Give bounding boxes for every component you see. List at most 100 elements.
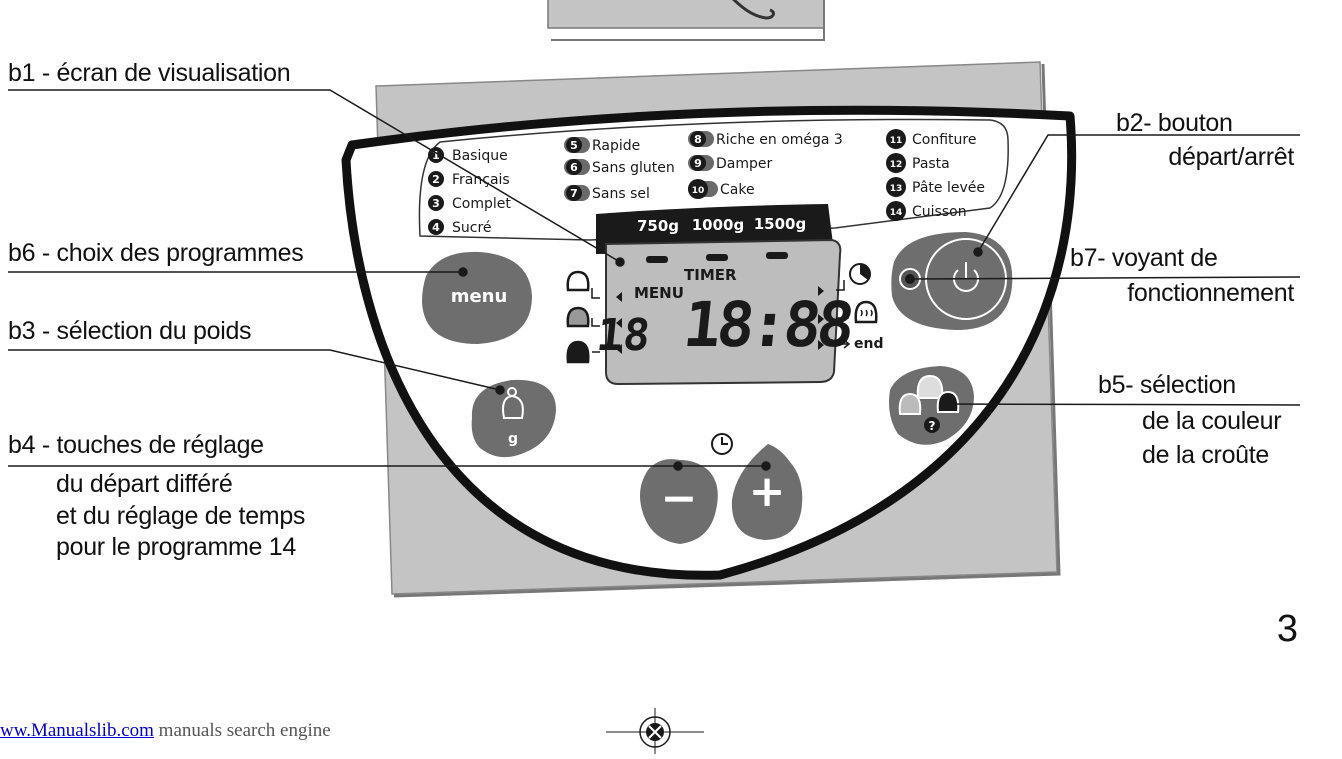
minus-button-label: − (661, 473, 698, 524)
callout-b6: b6 - choix des programmes (8, 239, 304, 267)
manualslib-link[interactable]: ww.Manualslib.com (0, 720, 154, 741)
program-number-badge (566, 137, 582, 153)
crust-color-button[interactable]: ? (889, 366, 974, 445)
program-number: 1 (432, 149, 440, 162)
weight-icon (502, 387, 524, 419)
program-label: Confiture (912, 132, 976, 148)
program-number: 5 (570, 139, 578, 152)
weight-label: 750g (637, 217, 679, 235)
lcd-menu-label: MENU (634, 284, 684, 302)
callout-b3: b3 - sélection du poids (8, 317, 252, 345)
program-label: Riche en oméga 3 (716, 132, 843, 148)
program-label: Basique (452, 148, 508, 164)
program-label: Sans sel (592, 186, 650, 202)
lcd-program-digits: 18 (594, 310, 652, 361)
program-number: 4 (432, 221, 440, 234)
lcd-display: MENU TIMER 18 18:88 (594, 238, 855, 386)
footer-text: manuals search engine (153, 720, 331, 741)
leader-b3 (8, 349, 501, 391)
callout-b5-line2: de la couleur (1142, 407, 1282, 435)
menu-button[interactable]: menu (422, 251, 532, 344)
program-number: 13 (890, 184, 903, 194)
weight-button-label: g (508, 431, 518, 447)
program-number: 2 (432, 173, 440, 186)
callout-b1: b1 - écran de visualisation (8, 59, 291, 87)
lcd-timer-label: TIMER (684, 266, 737, 284)
baking-icon (836, 300, 878, 324)
callout-b7-line1: b7- voyant de (1070, 244, 1218, 272)
medium-crust-icon (566, 306, 600, 328)
callout-b5-line3: de la croûte (1142, 441, 1270, 469)
crust-bread-icon (898, 374, 960, 415)
callout-b4-line2: du départ différé (56, 470, 233, 498)
program-label: Sans gluten (592, 160, 675, 176)
program-number-badge (428, 195, 444, 211)
program-item: 9 Damper (688, 155, 772, 172)
program-item: 6 Sans gluten (564, 159, 675, 176)
program-item: 5 Rapide (564, 137, 640, 154)
program-label: Pasta (912, 156, 950, 172)
leader-lines (8, 89, 1301, 471)
footer: ww.Manualslib.com manuals search engine (0, 720, 331, 742)
light-crust-icon (566, 270, 600, 299)
program-number-badge (690, 131, 706, 147)
program-number: 12 (890, 160, 903, 170)
program-label: Cake (720, 182, 755, 198)
lcd-time-digits: 18:88 (680, 288, 855, 361)
page-number: 3 (1276, 608, 1298, 650)
dark-crust-icon (566, 340, 600, 364)
program-number-badge (428, 171, 444, 187)
program-label: Cuisson (912, 204, 967, 220)
registration-mark-icon (606, 708, 704, 754)
program-number: 6 (570, 161, 578, 174)
top-figure-fragment (547, 0, 825, 41)
power-icon (953, 262, 979, 292)
callout-b7-line2: fonctionnement (1127, 279, 1294, 307)
program-number-badge (428, 219, 444, 235)
plus-button[interactable]: + (731, 444, 803, 540)
callout-b2-line2: départ/arrêt (1168, 143, 1294, 171)
callout-b4-line4: pour le programme 14 (56, 533, 296, 561)
plus-button-label: + (749, 466, 786, 517)
callout-b2-line1: b2- bouton (1116, 109, 1233, 137)
program-number-badge (886, 129, 906, 149)
callout-b4-line1: b4 - touches de réglage (8, 431, 264, 459)
weight-label: 1000g (692, 216, 745, 234)
program-number: 3 (432, 197, 440, 210)
program-label: Pâte levée (912, 180, 985, 196)
program-label: Damper (716, 156, 772, 172)
program-number-badge (690, 155, 706, 171)
menu-button-label: menu (451, 286, 508, 307)
program-item: 13 Pâte levée (886, 177, 985, 197)
leader-b7 (909, 276, 1301, 280)
crust-level-icons (566, 270, 600, 364)
minus-button[interactable]: − (640, 459, 718, 544)
program-item: 12 Pasta (886, 153, 950, 173)
program-number: 10 (692, 186, 705, 196)
crust-help-icon: ? (929, 419, 936, 433)
leader-b2 (977, 134, 1300, 253)
program-number-badge (886, 177, 906, 197)
program-number: 8 (694, 133, 702, 146)
callout-b5-line1: b5- sélection (1098, 371, 1236, 399)
program-number: 9 (694, 157, 702, 170)
program-item: 8 Riche en oméga 3 (688, 131, 843, 148)
program-number: 7 (570, 187, 578, 200)
program-number-badge (688, 179, 708, 199)
program-number-badge (566, 159, 582, 175)
weight-button[interactable]: g (471, 379, 556, 458)
program-label: Rapide (592, 138, 640, 154)
weight-label: 1500g (754, 215, 807, 233)
end-arrow-icon (836, 339, 851, 349)
program-item: 10 Cake (688, 179, 755, 199)
callout-b4-line3: et du réglage de temps (56, 502, 306, 530)
leader-b1 (8, 89, 621, 263)
program-number-badge (886, 201, 906, 221)
program-number-badge (566, 185, 582, 201)
